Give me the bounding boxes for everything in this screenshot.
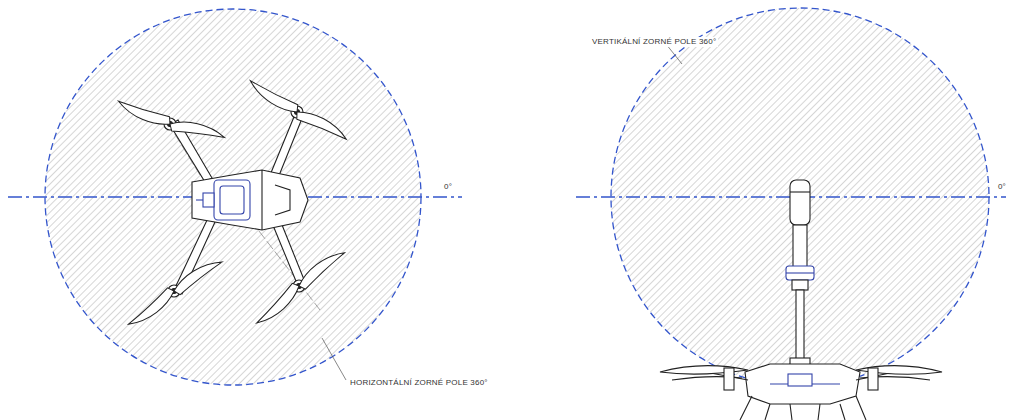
fov-label: VERTIKÁLNÍ ZORNÉ POLE 360°: [590, 37, 718, 47]
vertical-fov: [576, 8, 1006, 386]
horizontal-fov: [8, 9, 462, 385]
drone-top-view: [116, 71, 350, 327]
angle-label: 0°: [996, 182, 1008, 192]
fov-label: HORIZONTÁLNÍ ZORNÉ POLE 360°: [348, 378, 490, 388]
angle-label: 0°: [442, 182, 454, 192]
drone-side-view: [660, 180, 942, 420]
